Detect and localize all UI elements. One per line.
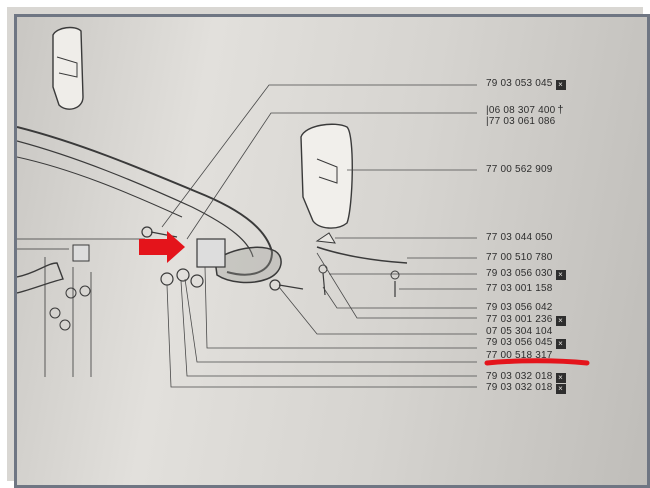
exploded-parts-diagram bbox=[17, 26, 590, 388]
box-x-icon: × bbox=[555, 80, 566, 90]
box-x-icon: × bbox=[555, 270, 566, 280]
washer bbox=[176, 268, 190, 282]
part-number-label: 79 03 053 045× bbox=[486, 78, 566, 90]
parts-catalog-page: 79 03 053 045× |06 08 307 400† |77 03 06… bbox=[14, 14, 650, 488]
part-number-label: 79 03 032 018× bbox=[486, 382, 566, 394]
bumper-bar-edge bbox=[17, 140, 254, 258]
part-number-label: 77 00 510 780 bbox=[486, 252, 553, 263]
part-number-label: 79 03 032 018× bbox=[486, 371, 566, 383]
washer bbox=[160, 272, 174, 286]
bolt-head bbox=[269, 279, 281, 291]
overrider-left bbox=[52, 26, 84, 110]
overrider-right bbox=[300, 123, 353, 229]
support-arm bbox=[316, 246, 408, 264]
bracket bbox=[196, 238, 226, 268]
part-number-label: 77 03 044 050 bbox=[486, 232, 553, 243]
part-number-label: |77 03 061 086 bbox=[486, 116, 556, 127]
part-number-label: |06 08 307 400† bbox=[486, 104, 564, 116]
box-x-icon: × bbox=[555, 339, 566, 349]
part-number-label: 07 05 304 104 bbox=[486, 326, 553, 337]
part-number-label: 77 03 001 158 bbox=[486, 283, 553, 294]
part-number-label: 79 03 056 045× bbox=[486, 337, 566, 349]
bumper-end bbox=[214, 246, 282, 284]
box-x-icon: × bbox=[555, 373, 566, 383]
red-arrow-icon bbox=[139, 231, 185, 263]
bumper-bar bbox=[17, 126, 274, 276]
part-number-label: 79 03 056 042 bbox=[486, 302, 553, 313]
part-number-label: 77 03 001 236× bbox=[486, 314, 566, 326]
part-number-label: 77 00 562 909 bbox=[486, 164, 553, 175]
washer bbox=[190, 274, 204, 288]
left-bracket bbox=[17, 262, 64, 294]
part-number-label: 79 03 056 030× bbox=[486, 268, 566, 280]
box-x-icon: × bbox=[555, 384, 566, 394]
part-number-label: 77 00 518 317 bbox=[486, 350, 553, 361]
box-x-icon: × bbox=[555, 316, 566, 326]
cross-icon: † bbox=[557, 104, 564, 116]
red-underline bbox=[484, 358, 590, 366]
bumper-bar-lower bbox=[17, 156, 183, 218]
